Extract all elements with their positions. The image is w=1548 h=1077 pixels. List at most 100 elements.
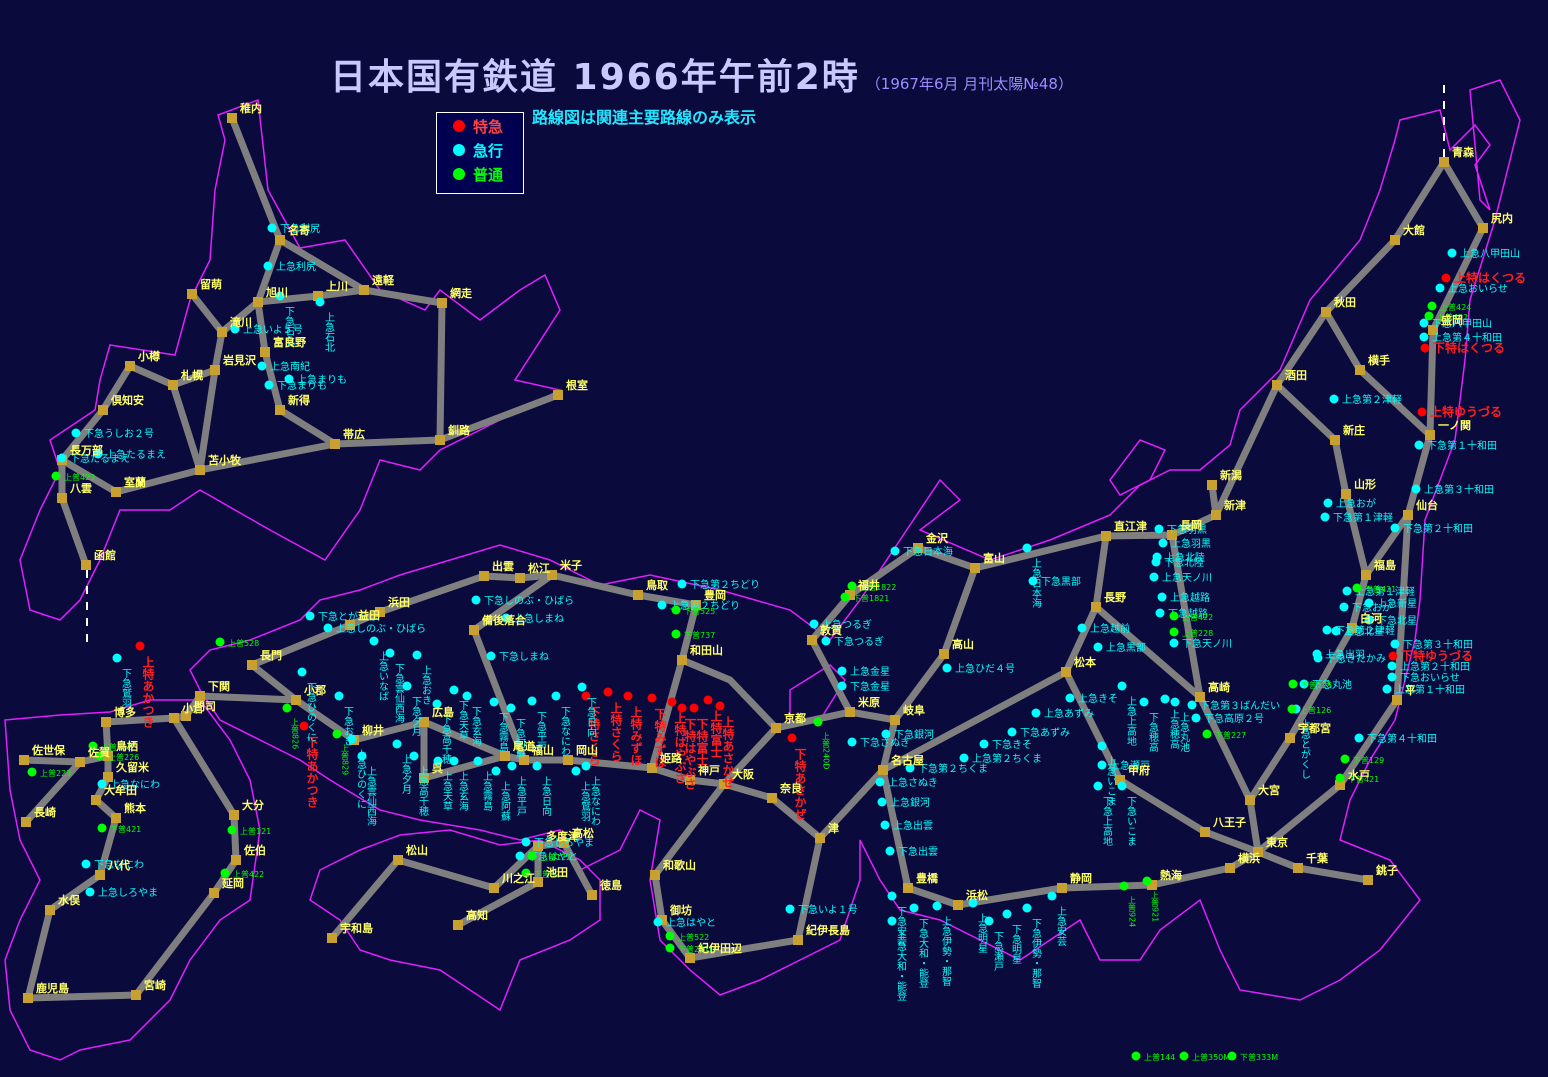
station-marker <box>103 772 113 782</box>
train-dot <box>647 693 657 703</box>
station-marker <box>437 298 447 308</box>
train-label: 上普226 <box>108 752 139 762</box>
train-label: 下急北陸 <box>1164 556 1204 569</box>
train-label: 下急おいらせ <box>1400 671 1460 684</box>
train-dot <box>1022 903 1032 913</box>
station-label: 長門 <box>260 649 282 662</box>
rail-line <box>169 381 204 474</box>
station-label: 帯広 <box>343 427 365 441</box>
train-dot <box>809 619 819 629</box>
train-dot <box>1169 611 1179 621</box>
station-marker <box>1253 847 1263 857</box>
station-label: 一ノ関 <box>1438 419 1471 432</box>
train-dot <box>885 846 895 856</box>
station-marker <box>500 751 510 761</box>
train-dot <box>1169 627 1179 637</box>
train-label: 下普227 <box>1215 730 1246 740</box>
station-label: 横浜 <box>1238 851 1260 865</box>
train-dot <box>486 651 496 661</box>
train-dot <box>677 703 687 713</box>
train-dot <box>1427 301 1437 311</box>
train-label: 下急きそ <box>992 738 1032 751</box>
rail-line <box>648 656 686 772</box>
train-dot <box>1022 543 1032 553</box>
train-dot <box>581 691 591 701</box>
station-label: 白河 <box>1360 611 1382 625</box>
station-label: 津 <box>828 821 839 835</box>
shikoku-coast <box>309 829 601 1012</box>
train-dot <box>527 851 537 861</box>
station-marker <box>253 297 263 307</box>
train-dot <box>689 703 699 713</box>
station-marker <box>685 953 695 963</box>
train-label: 上急あずみ <box>1044 707 1094 720</box>
train-label: 下急出雲 <box>898 845 938 858</box>
station-marker <box>939 649 949 659</box>
train-dot <box>264 380 274 390</box>
train-dot <box>1419 332 1429 342</box>
train-label: 上急きそ <box>1078 692 1118 705</box>
train-dot <box>603 687 613 697</box>
train-dot <box>979 739 989 749</box>
train-dot <box>135 641 145 651</box>
train-label: 上普522 <box>678 932 709 942</box>
train-label: 上普240D <box>822 732 831 769</box>
train-dot <box>890 546 900 556</box>
train-label: 下急伊勢・那智 <box>1030 918 1042 989</box>
station-label: 留萌 <box>200 277 222 291</box>
station-marker <box>227 113 237 123</box>
train-label: 上普223 <box>40 768 71 778</box>
train-dot <box>95 751 105 761</box>
station-marker <box>1361 570 1371 580</box>
station-label: 米原 <box>857 695 880 709</box>
train-label: 上急利尻 <box>276 260 316 273</box>
train-label: 下急天ノ川 <box>1182 637 1232 650</box>
station-marker <box>1195 692 1205 702</box>
station-marker <box>327 933 337 943</box>
train-label: 下特さくら <box>587 706 601 766</box>
train-dot <box>581 761 591 771</box>
train-label: 上急第３十和田 <box>1424 483 1494 496</box>
train-dot <box>97 779 107 789</box>
station-marker <box>210 365 220 375</box>
train-dot <box>880 820 890 830</box>
train-dot <box>667 697 677 707</box>
train-dot <box>1154 524 1164 534</box>
train-dot <box>1117 681 1127 691</box>
noto-coast <box>1109 439 1167 496</box>
train-label: 上急なにわ <box>589 776 601 826</box>
train-dot <box>1411 484 1421 494</box>
station-marker <box>345 620 355 630</box>
train-label: 上急出雲 <box>893 819 933 832</box>
train-label: 下急第１津軽 <box>1333 511 1393 524</box>
station-label: 神戸 <box>698 763 720 777</box>
station-marker <box>1347 623 1357 633</box>
station-label: 函館 <box>94 548 116 562</box>
train-dot <box>1179 1051 1189 1061</box>
train-label: 下急阿蘇 <box>514 718 526 759</box>
train-dot <box>665 943 675 953</box>
train-label: 上急天ノ川 <box>1162 571 1212 584</box>
station-label: 室蘭 <box>124 475 146 489</box>
train-label: 下急石北 <box>283 306 295 346</box>
train-dot <box>715 701 725 711</box>
station-label: 新潟 <box>1220 468 1242 482</box>
station-label: 松江 <box>528 561 550 575</box>
station-label: 浜田 <box>388 595 410 609</box>
station-label: 銚子 <box>1376 863 1398 877</box>
train-dot <box>1191 713 1201 723</box>
station-marker <box>515 573 525 583</box>
train-dot <box>1170 697 1180 707</box>
train-dot <box>881 729 891 739</box>
station-label: 八代 <box>107 858 130 872</box>
train-label: 下特あさかぜ <box>793 748 807 820</box>
train-label: 下普421 <box>110 824 141 834</box>
train-dot <box>1441 273 1451 283</box>
station-label: 尾道 <box>512 739 535 753</box>
train-label: 上急羽黒 <box>1171 537 1211 550</box>
train-label: 上急北星 <box>1344 625 1384 638</box>
train-dot <box>1047 891 1057 901</box>
train-dot <box>1335 773 1345 783</box>
station-label: 小倉 <box>181 701 205 715</box>
